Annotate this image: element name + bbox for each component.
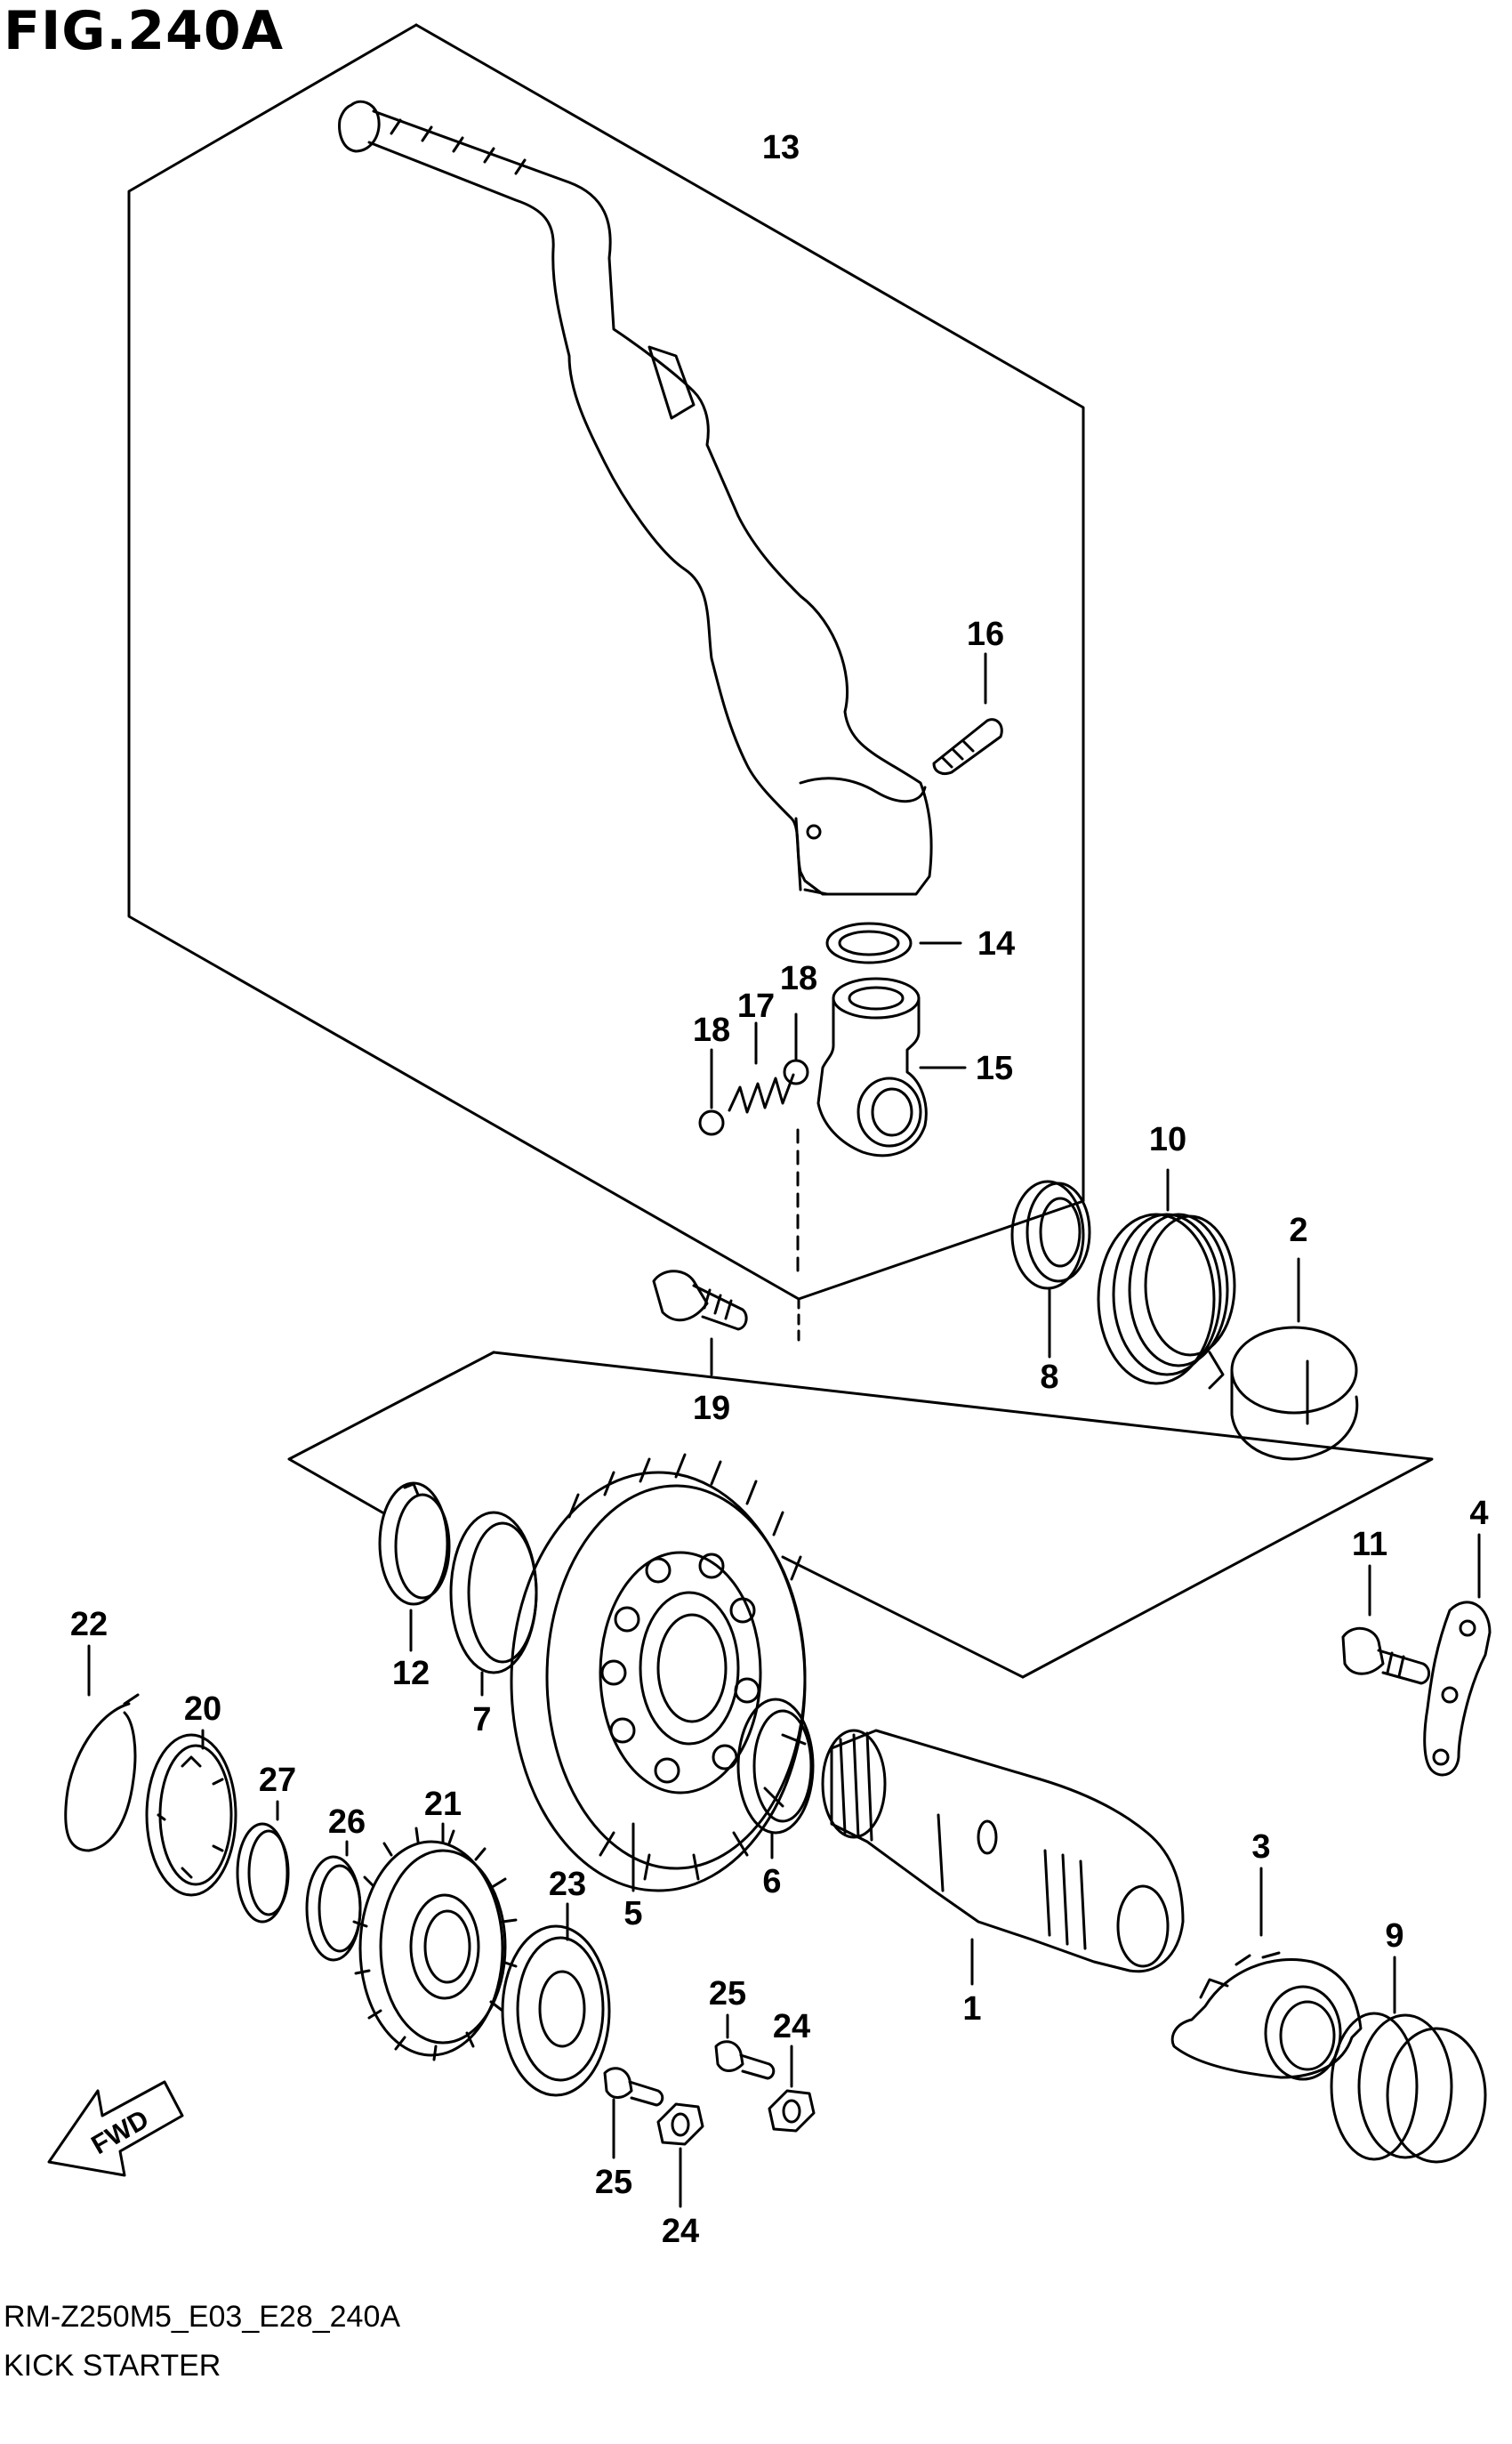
callout-2: 2 [1289,1212,1307,1249]
kick-lever-group-frame [127,23,1085,1345]
bolt-16 [932,652,1003,776]
callout-5: 5 [623,1895,642,1932]
spring-17 [728,1021,795,1114]
kick-starter-shaft-1 [821,1729,1185,1986]
circlip-22 [64,1644,140,1852]
diagram-code: RM-Z250M5_E03_E28_240A [4,2300,401,2334]
washer-26 [305,1840,362,1962]
callout-4: 4 [1469,1495,1488,1532]
callout-22: 22 [70,1606,108,1643]
callout-9: 9 [1385,1917,1403,1955]
thrust-washer-7 [449,1511,538,1697]
forward-direction-arrow [47,2080,184,2177]
bolt-11 [1341,1564,1430,1685]
callout-11: 11 [1352,1526,1387,1563]
callout-8: 8 [1040,1359,1058,1396]
washer-6 [736,1698,815,1859]
callout-18-upper: 18 [780,960,817,997]
return-spring-10 [1097,1168,1236,1390]
callout-13: 13 [762,129,800,166]
kick-ratchet-3 [1170,1867,1363,2081]
washer-14 [825,922,962,964]
callout-labels: 13 16 14 15 18 17 18 10 2 8 19 4 11 22 2… [70,129,1489,2250]
callout-14: 14 [977,925,1015,963]
kick-drive-gear-5 [510,1453,807,1892]
plate-20 [145,1729,237,1897]
kick-starter-lever [338,100,933,896]
callout-16: 16 [967,616,1004,653]
callout-26: 26 [328,1803,366,1841]
callout-6: 6 [762,1863,781,1900]
callout-27: 27 [259,1762,296,1799]
shaft-group-frame [287,1351,1434,1679]
callout-15: 15 [976,1050,1013,1087]
washer-23 [501,1902,611,2097]
guide-2 [1230,1257,1359,1461]
callout-23: 23 [549,1866,586,1903]
callout-17: 17 [737,988,775,1025]
callout-3: 3 [1251,1828,1270,1866]
screw-25 [603,2013,776,2159]
callout-12: 12 [392,1655,430,1692]
callout-25-right: 25 [709,1975,746,2012]
circlip-27 [236,1800,290,1924]
callout-25-left: 25 [595,2164,632,2201]
oil-seal-8 [1010,1180,1091,1359]
section-name: KICK STARTER [4,2349,221,2383]
callout-7: 7 [472,1701,491,1738]
steel-ball-18 [698,1012,809,1136]
kick-idle-gear-21 [352,1822,518,2061]
callout-24-right: 24 [773,2008,810,2045]
plate-nut-24 [656,2045,816,2208]
stopper-plate-4 [1423,1533,1492,1777]
spring-9 [1330,1956,1487,2164]
callout-1: 1 [962,1990,981,2028]
callout-10: 10 [1149,1121,1186,1158]
callout-19: 19 [693,1390,730,1427]
figure-title: FIG.240A [4,0,285,62]
callout-21: 21 [424,1786,462,1823]
callout-24-left: 24 [662,2213,699,2250]
callout-20: 20 [184,1690,221,1728]
callout-18-lower: 18 [693,1012,730,1049]
bolt-19 [652,1270,748,1376]
kick-boss-15 [816,977,967,1157]
circlip-12 [378,1481,451,1652]
